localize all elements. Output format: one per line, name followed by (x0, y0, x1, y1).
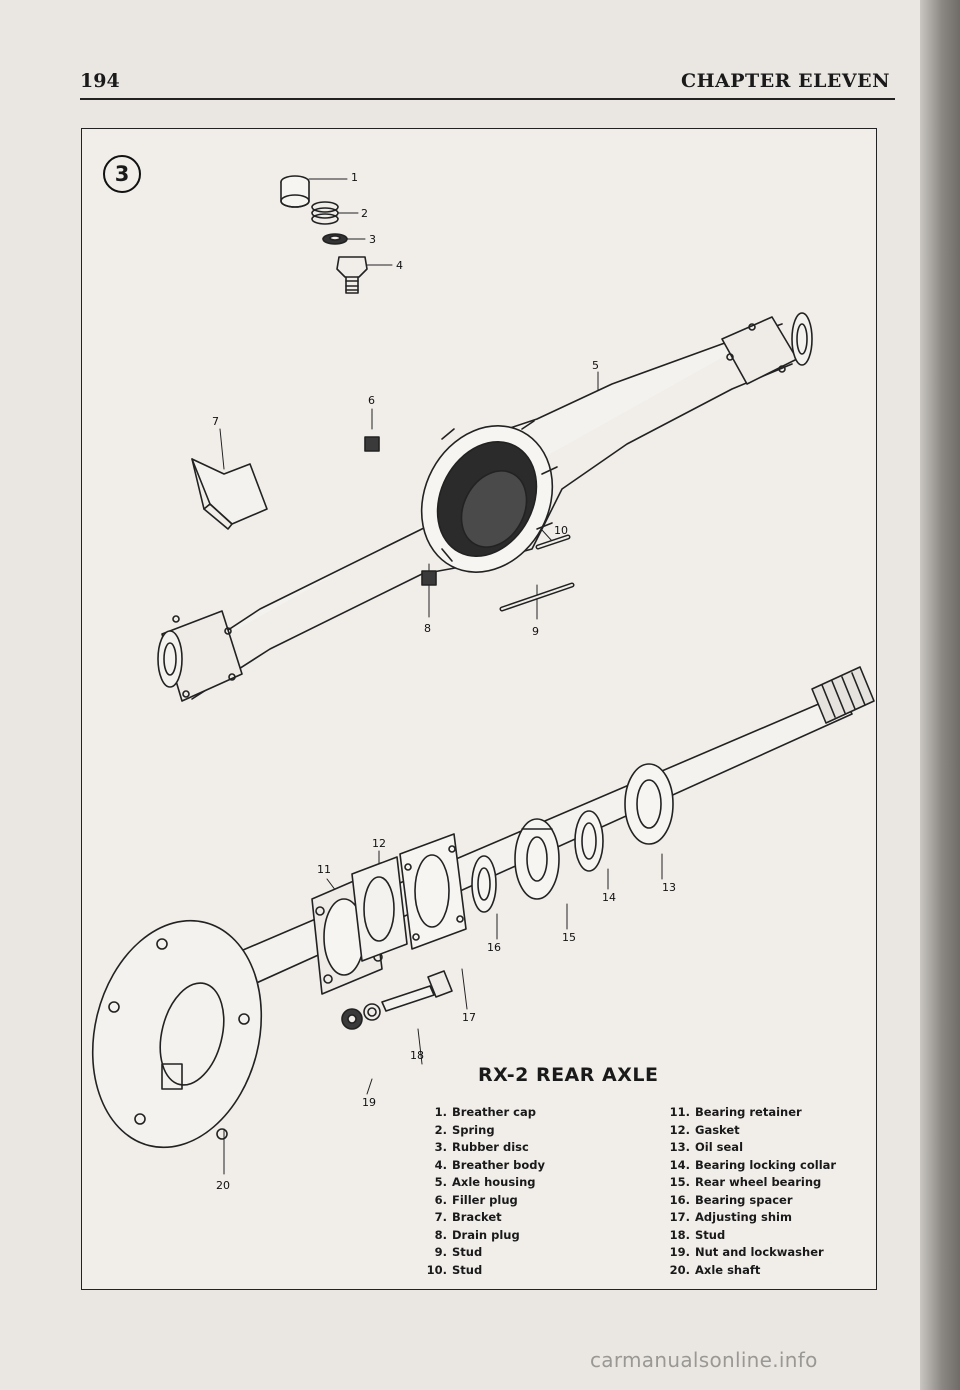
callout-10: 10 (554, 524, 568, 537)
callout-20: 20 (216, 1179, 230, 1192)
legend-item: 3.Rubber disc (434, 1140, 529, 1154)
callout-18: 18 (410, 1049, 424, 1062)
callout-8: 8 (424, 622, 431, 635)
legend-item: 1.Breather cap (434, 1105, 536, 1119)
callout-19: 19 (362, 1096, 376, 1109)
callout-9: 9 (532, 625, 539, 638)
callout-6: 6 (368, 394, 375, 407)
callout-1: 1 (351, 171, 358, 184)
nut-lockwasher-part (341, 1003, 381, 1030)
figure-caption: RX-2 REAR AXLE (478, 1064, 659, 1086)
callout-15: 15 (562, 931, 576, 944)
legend-item: 2.Spring (434, 1122, 495, 1137)
legend-item: 9.Stud (434, 1245, 483, 1259)
page-number: 194 (80, 70, 120, 92)
callout-5: 5 (592, 359, 599, 372)
legend-item: 11.Bearing retainer (669, 1105, 802, 1119)
legend-item: 4.Breather body (434, 1157, 546, 1172)
adjusting-shim-part (399, 833, 467, 950)
callout-11: 11 (317, 863, 331, 876)
header-divider (80, 98, 895, 100)
callout-4: 4 (396, 259, 403, 272)
figure-number-badge: 3 (103, 155, 141, 193)
page-header: 194 CHAPTER ELEVEN (80, 70, 890, 94)
rubber-disc-part (322, 233, 348, 245)
legend-item: 16.Bearing spacer (669, 1192, 793, 1207)
spring-part (311, 201, 339, 225)
callout-16: 16 (487, 941, 501, 954)
axle-shaft-part (91, 666, 875, 1149)
gasket-part (351, 856, 408, 962)
legend-item: 18.Stud (669, 1227, 726, 1242)
stud-10-part (535, 534, 571, 550)
legend-item: 10.Stud (426, 1262, 483, 1277)
callout-2: 2 (361, 207, 368, 220)
legend-item: 17.Adjusting shim (669, 1210, 792, 1224)
legend-item: 19.Nut and lockwasher (669, 1245, 824, 1259)
bearing-spacer-part (471, 855, 497, 913)
book-binding-edge (920, 0, 960, 1390)
drain-plug-part (421, 570, 437, 586)
legend-item: 15.Rear wheel bearing (669, 1175, 822, 1189)
breather-body-part (336, 256, 368, 294)
callout-7: 7 (212, 415, 219, 428)
rear-axle-exploded-diagram: 1 2 3 4 5 6 7 8 9 10 11 12 13 14 15 16 1… (91, 171, 875, 1192)
callout-14: 14 (602, 891, 616, 904)
bracket-part (191, 458, 268, 530)
legend-item: 5.Axle housing (434, 1175, 536, 1189)
breather-cap-part (280, 175, 310, 208)
legend-item: 13.Oil seal (669, 1140, 744, 1154)
legend-item: 20.Axle shaft (669, 1262, 761, 1277)
parts-legend-left: 1.Breather cap 2.Spring 3.Rubber disc 4.… (425, 1104, 625, 1279)
manual-page: 194 CHAPTER ELEVEN 3 (0, 0, 930, 1390)
stud-9-part (499, 582, 575, 612)
legend-item: 12.Gasket (669, 1122, 740, 1137)
legend-item: 14.Bearing locking collar (669, 1157, 837, 1172)
figure-frame: 3 (81, 128, 877, 1290)
legend-item: 6.Filler plug (434, 1192, 518, 1207)
callout-17: 17 (462, 1011, 476, 1024)
legend-item: 7.Bracket (434, 1210, 502, 1224)
legend-item: 8.Drain plug (434, 1227, 520, 1242)
callout-12: 12 (372, 837, 386, 850)
oil-seal-part (624, 763, 674, 845)
differential-opening (420, 420, 558, 573)
parts-legend-right: 11.Bearing retainer 12.Gasket 13.Oil sea… (668, 1104, 873, 1279)
stud-18-part (381, 970, 453, 1012)
rear-wheel-bearing-part (514, 818, 560, 900)
callout-3: 3 (369, 233, 376, 246)
callout-13: 13 (662, 881, 676, 894)
bearing-locking-collar-part (574, 810, 604, 872)
chapter-title: CHAPTER ELEVEN (680, 70, 890, 92)
filler-plug-part (364, 436, 380, 452)
watermark: carmanualsonline.info (590, 1348, 818, 1372)
